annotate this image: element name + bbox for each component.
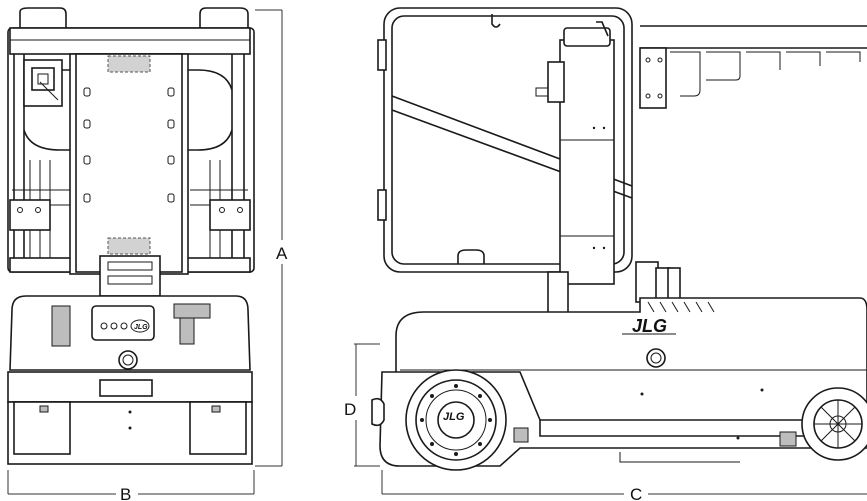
- wheel-hub-logo: JLG: [443, 411, 465, 423]
- dimension-label-d: D: [344, 400, 356, 419]
- side-view: JLG JLG: [371, 7, 867, 471]
- side-tray-arm: [639, 25, 867, 109]
- front-chassis: JLG: [7, 295, 253, 465]
- dimension-d: D: [344, 343, 380, 467]
- side-drive-wheel: JLG: [371, 369, 507, 471]
- dimension-c: C: [381, 470, 867, 501]
- front-control-logo: JLG: [134, 324, 148, 331]
- side-rear-caster: [801, 387, 867, 461]
- dimension-b: B: [7, 470, 255, 501]
- dimension-label-b: B: [120, 485, 131, 501]
- front-view: JLG: [7, 7, 255, 465]
- front-mast: [69, 53, 189, 297]
- dimension-a: A: [255, 9, 288, 467]
- front-control-box: [23, 59, 63, 107]
- dimension-label-c: C: [630, 485, 642, 501]
- front-guardrail-cage: [7, 7, 255, 273]
- mast-slots: [83, 87, 175, 203]
- side-chassis-logo: JLG: [632, 316, 667, 336]
- side-mast: [535, 21, 681, 317]
- dimension-label-a: A: [276, 244, 288, 263]
